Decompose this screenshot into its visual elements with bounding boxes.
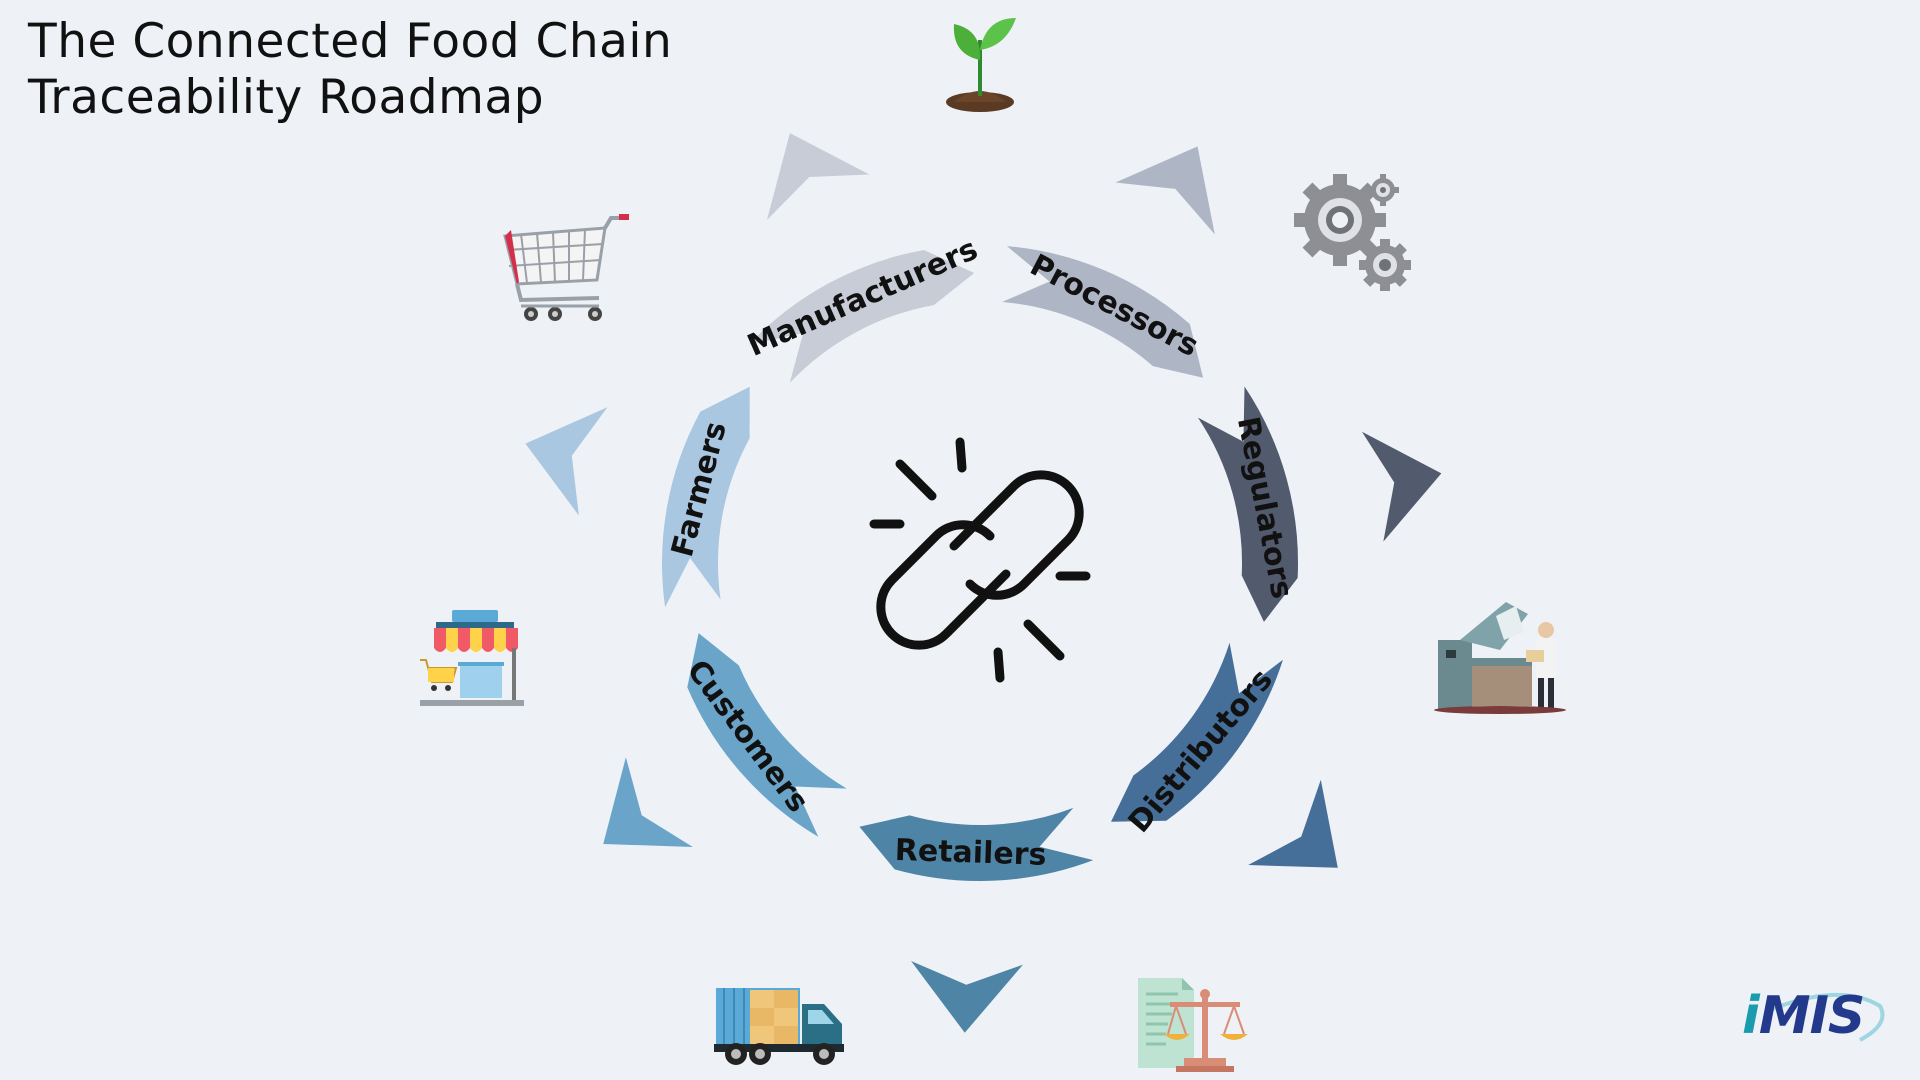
pointer-arrow-regulators [1361,431,1442,542]
storefront-icon [420,610,524,706]
segment-manufacturers [749,249,975,383]
segment-label-customers: Customers [680,654,816,820]
scales-document-icon [1138,978,1248,1072]
title-line-1: The Connected Food Chain [28,14,673,69]
segment-distributors [1111,642,1283,822]
logo-text: iMIS [1742,986,1865,1046]
segment-processors [1002,246,1204,378]
pointer-arrow-distributors [1248,779,1338,868]
segment-label-manufacturers: Manufacturers [743,232,983,364]
segment-customers [687,633,847,837]
sprout-icon [946,18,1016,112]
pointer-arrow-farmers [525,407,608,516]
processing-machine-icon [1434,602,1566,714]
pointer-arrow-processors [1115,146,1215,235]
broken-chain-link-icon [869,437,1091,683]
shopping-cart-icon [503,214,629,321]
gears-icon [1294,174,1411,291]
logo-swoosh-icon [1769,992,1885,1042]
delivery-truck-icon [714,988,844,1065]
segment-retailers [859,807,1094,882]
page-title: The Connected Food Chain Traceability Ro… [28,14,672,126]
imis-logo: iMIS [1730,980,1890,1050]
title-line-2: Traceability Roadmap [28,70,545,125]
pointer-arrow-customers [603,757,693,848]
segment-regulators [1197,386,1298,622]
pointer-arrow-manufacturers [767,133,870,220]
segment-label-distributors: Distributors [1122,662,1280,839]
cycle-pointers [525,133,1442,1033]
pointer-arrow-retailers [911,960,1024,1033]
segment-label-retailers: Retailers [894,833,1047,873]
segment-farmers [662,386,750,608]
